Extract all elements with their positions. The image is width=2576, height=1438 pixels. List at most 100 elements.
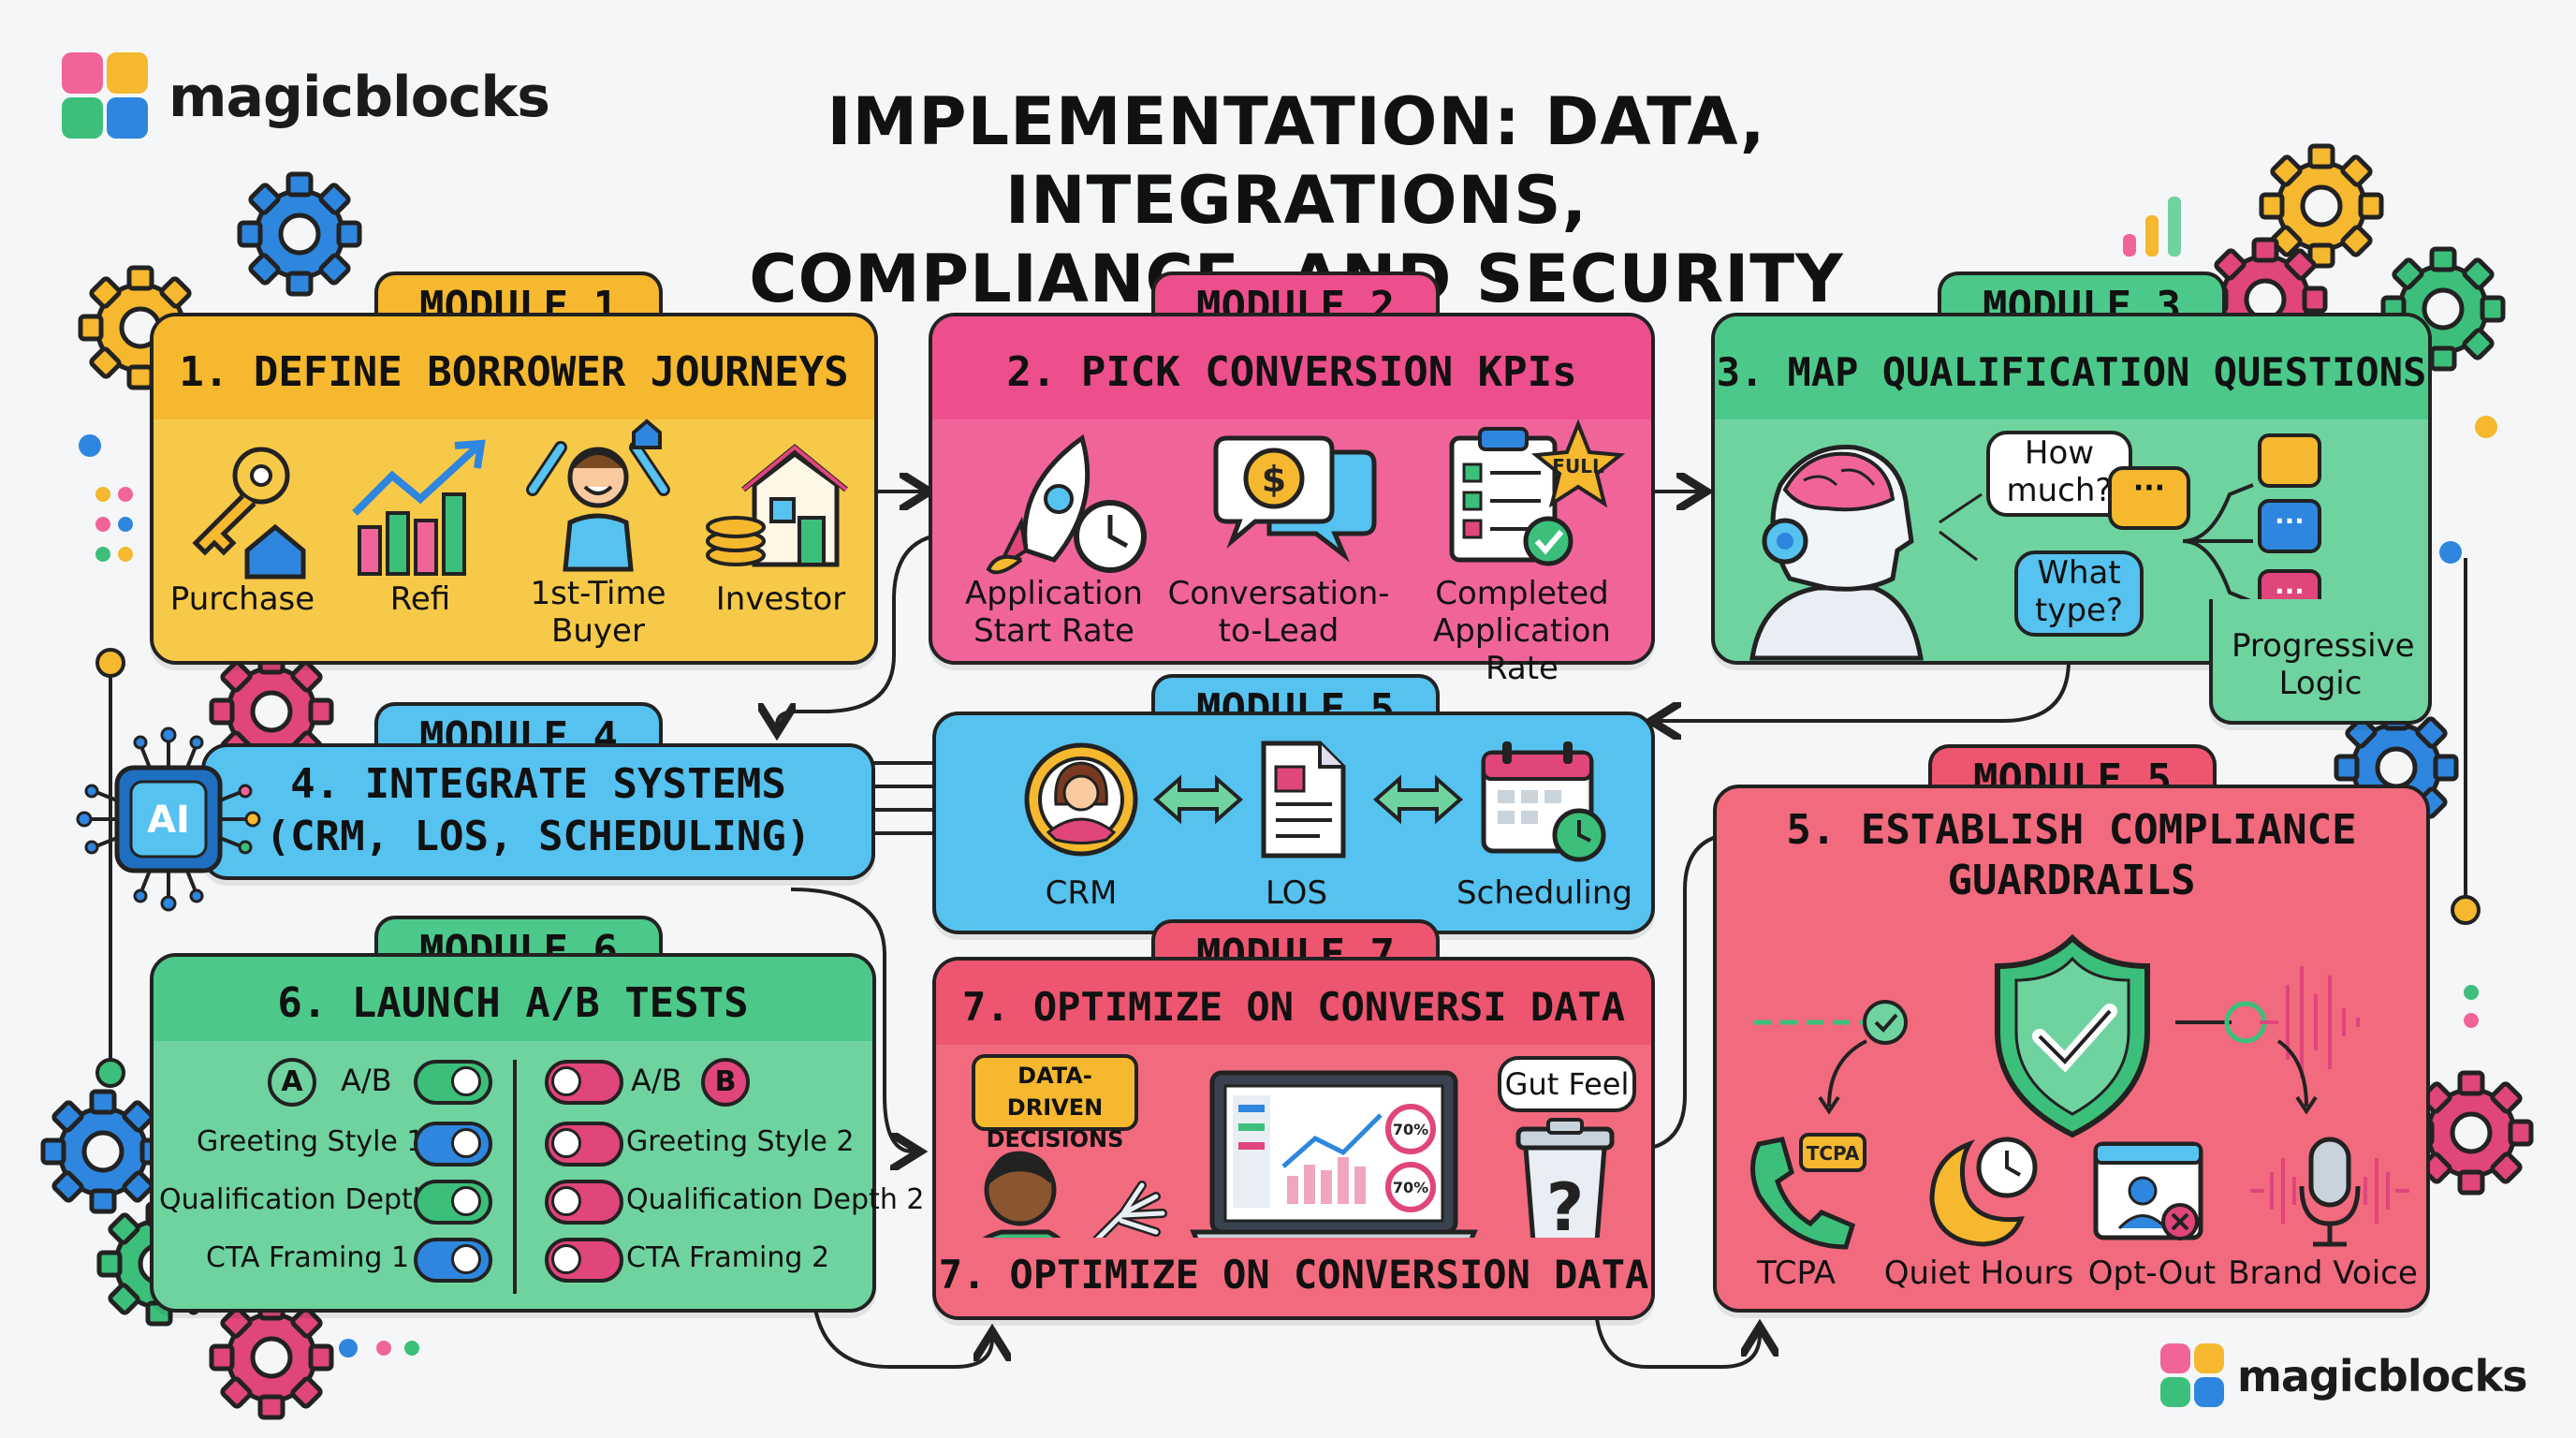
arrow-m7-out [1594, 1310, 1760, 1369]
journey-label-first-time-buyer: 1st-Time Buyer [530, 575, 666, 650]
full-badge: FULL [1552, 455, 1604, 477]
module-5-systems-card: CRM LOS Scheduling [932, 712, 1655, 934]
kpi-gauge-2: 70% [1393, 1179, 1428, 1196]
growth-chart-icon [352, 439, 486, 576]
dots-decoration [79, 416, 2497, 1357]
kpi-label-application-start-rate: Application Start Rate [965, 575, 1143, 650]
test-row-right: Greeting Style 2 [626, 1125, 855, 1158]
toggle-cta-framing-1[interactable] [414, 1238, 492, 1283]
coin-symbol: $ [1262, 459, 1286, 500]
module-6-card: 6. LAUNCH A/B TESTS A A/B A/B B Greeting… [150, 953, 924, 1313]
variant-b-badge: B [701, 1058, 750, 1107]
gut-feel-bubble: Gut Feel [1498, 1056, 1636, 1112]
toggle-greeting-style-2[interactable] [545, 1122, 623, 1167]
journey-label-refi: Refi [389, 580, 451, 618]
thinking-bubble-icon: ··· [2108, 466, 2190, 530]
ai-chip-label: AI [147, 799, 190, 842]
system-label-scheduling: Scheduling [1456, 874, 1632, 912]
robot-brain-icon [1749, 445, 1924, 661]
kpi-label-completed-application-rate: Completed Application Rate [1433, 575, 1611, 687]
module-1-card: 1. DEFINE BORROWER JOURNEYS [150, 313, 878, 665]
test-row-left: CTA Framing 1 [206, 1241, 410, 1274]
toggle-qualification-depth-2[interactable] [545, 1180, 623, 1225]
test-row-right: Qualification Depth 2 [626, 1183, 925, 1216]
test-row-left: Qualification Depth 1 [159, 1183, 458, 1216]
test-row-right: CTA Framing 2 [626, 1241, 830, 1274]
logic-bubble-blue-icon: ··· [2258, 499, 2321, 553]
ab-label-left: A/B [341, 1063, 392, 1098]
brand-name-footer: magicblocks [2237, 1351, 2527, 1401]
module-2-card: 2. PICK CONVERSION KPIs $ FULL Applicati… [929, 313, 1655, 687]
module-4-title-line-2: (CRM, LOS, SCHEDULING) [265, 813, 812, 860]
system-label-los: LOS [1265, 874, 1328, 912]
checklist-star-icon: FULL [1449, 418, 1626, 566]
system-label-crm: CRM [1045, 874, 1118, 912]
module-5-compliance-title-line-2: GUARDRAILS [1947, 857, 2196, 904]
module-5-compliance-title: 5. ESTABLISH COMPLIANCE GUARDRAILS [1717, 805, 2426, 906]
test-row-left: Greeting Style 1 [197, 1125, 425, 1158]
module-5-compliance-card: 5. ESTABLISH COMPLIANCE GUARDRAILS TCPA [1713, 785, 2430, 1313]
module-4-card: 4. INTEGRATE SYSTEMS (CRM, LOS, SCHEDULI… [201, 743, 875, 880]
guardrail-label-quiet-hours: Quiet Hours [1883, 1255, 2074, 1292]
kpi-label-conversation-to-lead: Conversation-to-Lead [1167, 575, 1390, 650]
progressive-logic-box: Progressive Logic [2209, 599, 2432, 725]
toggle-greeting-style-1[interactable] [414, 1122, 492, 1167]
toggle-cta-framing-2[interactable] [545, 1238, 623, 1283]
moon-clock-icon [1929, 1137, 2038, 1247]
phone-tcpa-icon: TCPA [1750, 1133, 1866, 1250]
los-document-icon [1261, 741, 1346, 858]
logo-cubes-icon [62, 52, 152, 142]
laptop-dashboard-icon: 70% 70% [1190, 1070, 1478, 1258]
module-7-card: 7. OPTIMIZE ON CONVERSI DATA DATA-DRIVEN… [932, 957, 1655, 1320]
question-mark: ? [1546, 1169, 1585, 1246]
module-7-title-top: 7. OPTIMIZE ON CONVERSI DATA [936, 961, 1651, 1045]
investor-house-icon [706, 444, 848, 567]
arrow-m4-m7 [790, 888, 913, 1152]
chat-coin-icon: $ [1213, 435, 1377, 563]
key-house-icon [192, 447, 306, 580]
ai-chip-icon: AI [76, 726, 261, 912]
ab-label-right: A/B [631, 1063, 682, 1098]
journey-label-investor: Investor [715, 580, 846, 618]
calendar-clock-icon [1481, 741, 1606, 862]
module-4-title: 4. INTEGRATE SYSTEMS (CRM, LOS, SCHEDULI… [205, 758, 871, 863]
arrow-m3-m5 [1659, 659, 2071, 721]
ab-divider [513, 1060, 517, 1294]
crm-avatar-icon [1024, 742, 1138, 857]
progressive-logic-label: Progressive Logic [2232, 627, 2415, 702]
guardrail-label-tcpa: TCPA [1756, 1255, 1837, 1292]
module-1-title: 1. DEFINE BORROWER JOURNEYS [154, 316, 874, 419]
arrow-m2-m4 [777, 532, 956, 726]
toggle-a-header[interactable] [414, 1060, 492, 1105]
toggle-b-header[interactable] [545, 1060, 623, 1105]
sync-arrow-icon [1152, 774, 1244, 825]
toggle-qualification-depth-1[interactable] [414, 1180, 492, 1225]
sync-arrow-icon [1372, 774, 1464, 825]
tcpa-badge: TCPA [1807, 1142, 1860, 1165]
title-line-1: IMPLEMENTATION: DATA, INTEGRATIONS, [827, 83, 1766, 239]
module-5-compliance-title-line-1: 5. ESTABLISH COMPLIANCE [1786, 806, 2357, 854]
trash-can-icon: ? [1515, 1118, 1615, 1268]
module-6-title: 6. LAUNCH A/B TESTS [154, 957, 872, 1041]
module-3-title: 3. MAP QUALIFICATION QUESTIONS [1715, 316, 2428, 419]
guardrail-label-opt-out: Opt-Out [2087, 1255, 2217, 1292]
arrow-m6-m7 [812, 1302, 992, 1369]
logic-bubble-yellow-icon [2258, 433, 2321, 488]
kpi-gauge-1: 70% [1393, 1121, 1428, 1138]
data-driven-callout: DATA-DRIVEN DECISIONS [972, 1054, 1138, 1152]
journey-label-purchase: Purchase [169, 580, 315, 618]
rocket-clock-icon [986, 433, 1147, 575]
module-7-title-bottom: 7. OPTIMIZE ON CONVERSION DATA [936, 1238, 1651, 1316]
shield-check-icon [1754, 933, 2360, 1138]
happy-buyer-icon [526, 418, 670, 572]
logo-cubes-icon [2160, 1343, 2226, 1409]
module-2-title: 2. PICK CONVERSION KPIs [932, 316, 1651, 419]
brand-logo: magicblocks [62, 52, 550, 142]
arrow-m7-m5b [1632, 833, 1741, 1152]
brand-name: magicblocks [168, 65, 550, 130]
guardrail-label-brand-voice: Brand Voice [2228, 1255, 2418, 1292]
brand-logo-footer: magicblocks [2160, 1343, 2527, 1409]
page-title: IMPLEMENTATION: DATA, INTEGRATIONS, COMP… [524, 82, 2069, 318]
variant-a-badge: A [268, 1058, 316, 1107]
